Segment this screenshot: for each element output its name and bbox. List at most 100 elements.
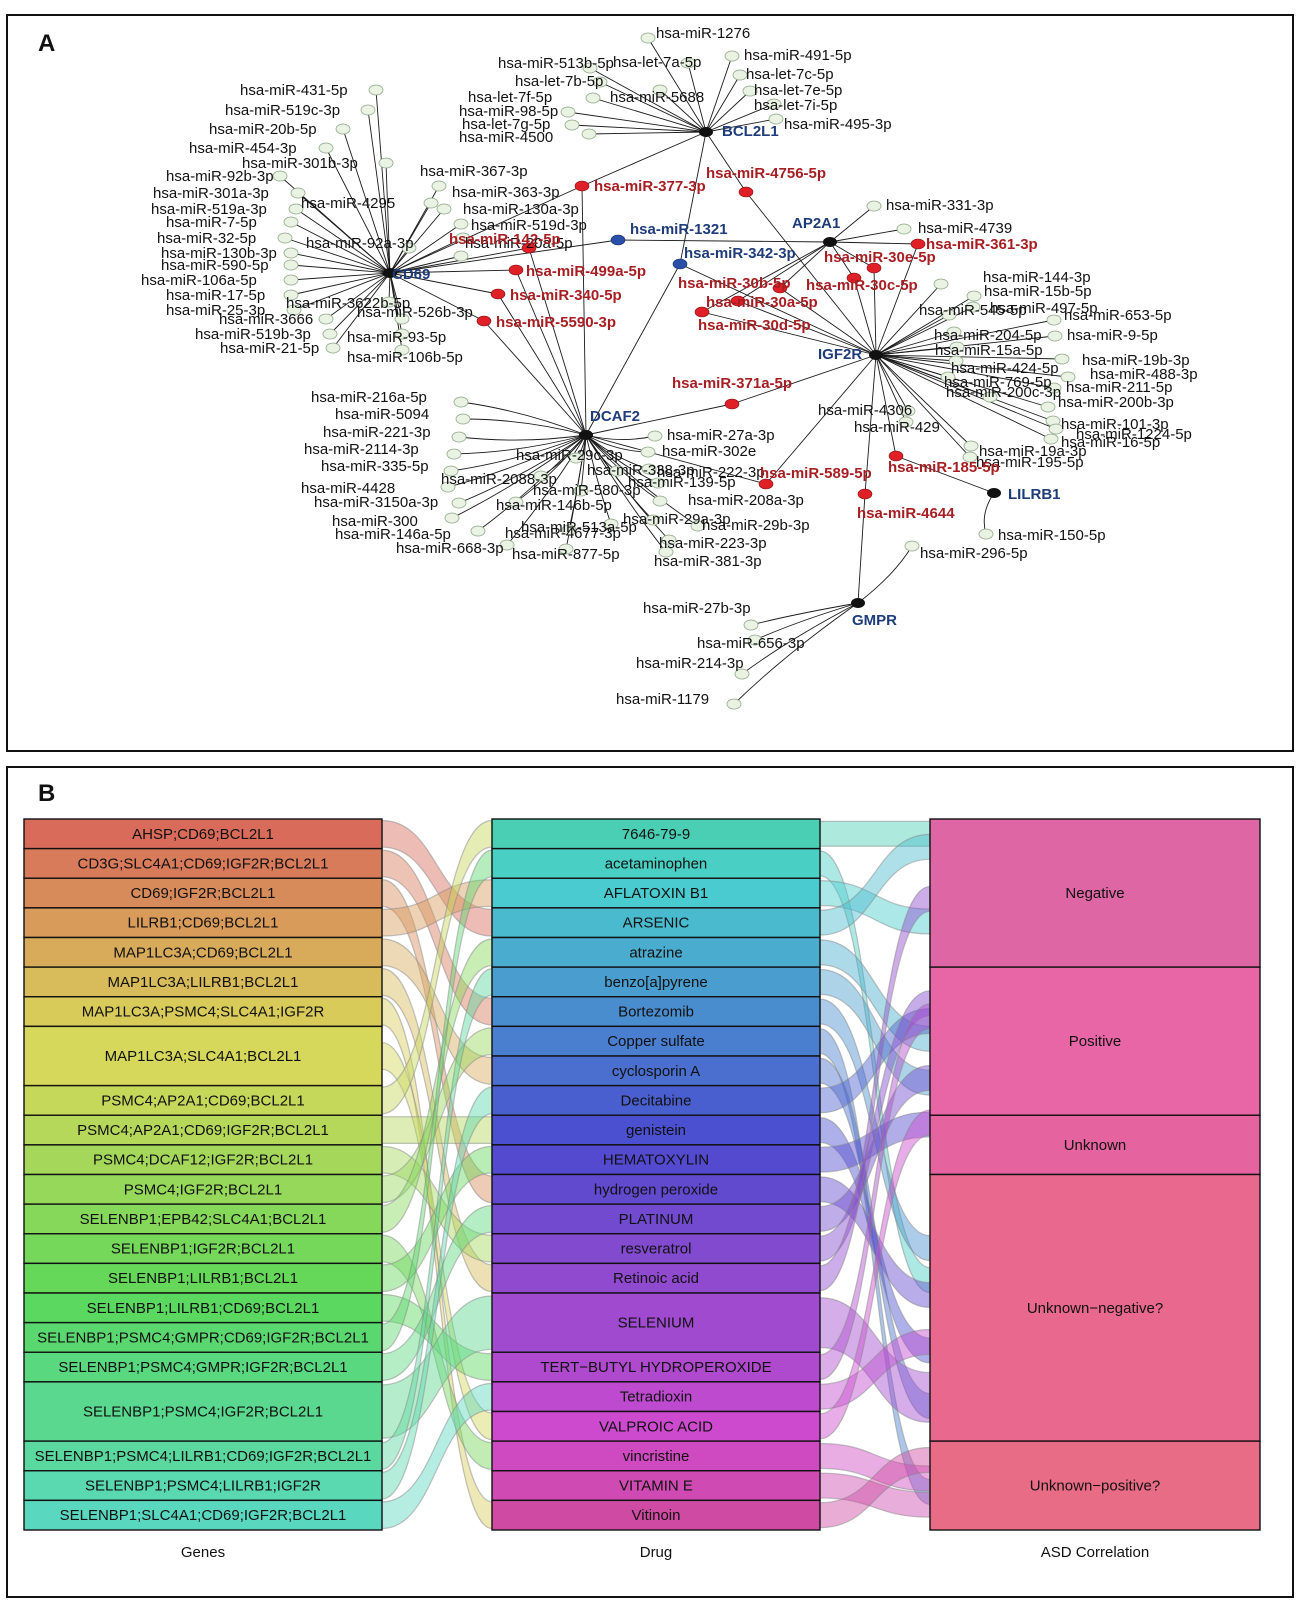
mirna-leaf-node xyxy=(743,619,759,631)
sankey-gene-node-label: SELENBP1;PSMC4;IGF2R;BCL2L1 xyxy=(83,1404,323,1421)
shared-mirna-node xyxy=(772,282,788,294)
mirna-leaf-node xyxy=(283,259,299,271)
mirna-leaf-node xyxy=(592,76,608,88)
network-edge xyxy=(779,287,877,356)
mirna-leaf-node xyxy=(288,203,304,215)
mirna-leaf-node xyxy=(581,128,597,140)
network-edge xyxy=(515,269,587,436)
mirna-label: hsa-miR-429 xyxy=(854,419,940,436)
mirna-leaf-node xyxy=(335,123,351,135)
mirna-leaf-node xyxy=(431,180,447,192)
sankey-gene-node: SELENBP1;PSMC4;LILRB1;IGF2R xyxy=(23,1470,383,1502)
gene-hub-label: BCL2L1 xyxy=(722,123,779,140)
network-edge xyxy=(895,455,995,494)
sankey-drug-node-label: PLATINUM xyxy=(619,1211,694,1228)
sankey-asd-node: Unknown−negative? xyxy=(929,1173,1261,1442)
panel-a-letter: A xyxy=(38,30,56,57)
mirna-label: hsa-let-7f-5p xyxy=(468,89,552,106)
sankey-drug-node: Decitabine xyxy=(491,1084,821,1116)
sankey-drug-node: atrazine xyxy=(491,936,821,968)
mirna-leaf-node xyxy=(558,543,574,555)
sankey-gene-node: LILRB1;CD69;BCL2L1 xyxy=(23,907,383,939)
mirna-leaf-node xyxy=(690,520,706,532)
mirna-label: hsa-miR-7-5p xyxy=(166,214,257,231)
mirna-leaf-node xyxy=(378,157,394,169)
mirna-leaf-node xyxy=(768,113,784,125)
mirna-label: hsa-miR-3622b-5p xyxy=(286,295,410,312)
shared-mirna-node-blue xyxy=(672,258,688,270)
network-edge xyxy=(737,241,831,302)
mirna-label: hsa-miR-590-5p xyxy=(161,257,269,274)
mirna-label: hsa-miR-130b-3p xyxy=(161,245,277,262)
sankey-drug-node: VITAMIN E xyxy=(491,1470,821,1502)
mirna-label: hsa-miR-19a-3p xyxy=(979,443,1087,460)
mirna-leaf-node xyxy=(290,187,306,199)
sankey-drug-node: SELENIUM xyxy=(491,1292,821,1353)
mirna-label: hsa-miR-4739 xyxy=(918,220,1012,237)
network-edge xyxy=(585,434,667,553)
sankey-drug-node-label: benzo[a]pyrene xyxy=(604,974,707,991)
network-edge xyxy=(765,354,877,485)
shared-mirna-label: hsa-miR-185-5p xyxy=(888,459,1000,476)
network-edge xyxy=(875,295,975,356)
mirna-label: hsa-miR-106a-5p xyxy=(141,272,257,289)
mirna-leaf-node xyxy=(451,497,467,509)
mirna-label: hsa-miR-130a-3p xyxy=(463,201,579,218)
mirna-label: hsa-miR-5688 xyxy=(610,89,704,106)
mirna-leaf-node xyxy=(866,200,882,212)
shared-mirna-node xyxy=(910,238,926,250)
mirna-label: hsa-miR-20a-5p xyxy=(465,235,573,252)
shared-mirna-node xyxy=(866,262,882,274)
mirna-label: hsa-miR-214-3p xyxy=(636,655,744,672)
mirna-label: hsa-miR-331-3p xyxy=(886,197,994,214)
gene-hub-node xyxy=(579,430,593,440)
sankey-flows xyxy=(381,819,931,1530)
gene-hub-label: DCAF2 xyxy=(590,408,640,425)
mirna-leaf-node xyxy=(286,304,302,316)
mirna-leaf-node xyxy=(1043,433,1059,445)
mirna-leaf-node xyxy=(962,451,978,463)
network-edge xyxy=(450,434,587,472)
network-edge xyxy=(447,434,587,488)
mirna-label: hsa-let-7b-5p xyxy=(515,73,603,90)
mirna-label: hsa-let-7e-5p xyxy=(754,82,842,99)
mirna-leaf-node xyxy=(423,197,439,209)
mirna-label: hsa-miR-25-3p xyxy=(166,302,265,319)
network-edge xyxy=(290,272,391,296)
sankey-drug-node: 7646-79-9 xyxy=(491,818,821,850)
mirna-leaf-node xyxy=(978,528,994,540)
network-edge xyxy=(875,354,971,458)
mirna-label: hsa-miR-668-3p xyxy=(396,540,504,557)
sankey-drug-node: Copper sulfate xyxy=(491,1025,821,1057)
network-edge xyxy=(332,272,391,349)
mirna-label: hsa-miR-545-5p xyxy=(919,302,1027,319)
network-edge xyxy=(389,185,583,274)
sankey-asd-node: Unknown xyxy=(929,1114,1261,1176)
sankey-gene-node: SELENBP1;IGF2R;BCL2L1 xyxy=(23,1233,383,1265)
mirna-leaf-node xyxy=(658,546,674,558)
mirna-leaf-node xyxy=(568,452,584,464)
network-edge xyxy=(647,37,707,133)
shared-mirna-label: hsa-miR-4644 xyxy=(857,505,955,522)
mirna-label: hsa-miR-497-5p xyxy=(990,300,1098,317)
panel-b-letter: B xyxy=(38,780,56,807)
network-edge xyxy=(375,89,391,274)
gene-hub-label: IGF2R xyxy=(818,346,862,363)
sankey-asd-node-label: Unknown−negative? xyxy=(1027,1300,1163,1317)
network-edge xyxy=(745,191,877,356)
mirna-leaf-node xyxy=(272,170,288,182)
network-edge xyxy=(528,247,587,436)
sankey-drug-node-label: 7646-79-9 xyxy=(622,826,690,843)
network-edge xyxy=(462,418,587,436)
network-edge xyxy=(290,272,391,281)
network-edge xyxy=(875,314,950,356)
shared-mirna-label: hsa-miR-377-3p xyxy=(594,178,706,195)
mirna-label: hsa-miR-195-5p xyxy=(976,454,1084,471)
network-edge xyxy=(857,545,913,604)
mirna-leaf-node xyxy=(381,296,397,308)
mirna-label: hsa-miR-519c-3p xyxy=(225,102,340,119)
sankey-drug-node: TERT−BUTYL HYDROPEROXIDE xyxy=(491,1351,821,1383)
mirna-leaf-node xyxy=(896,223,912,235)
sankey-gene-node-label: CD3G;SLC4A1;CD69;IGF2R;BCL2L1 xyxy=(78,855,329,872)
network-edge xyxy=(453,434,587,455)
